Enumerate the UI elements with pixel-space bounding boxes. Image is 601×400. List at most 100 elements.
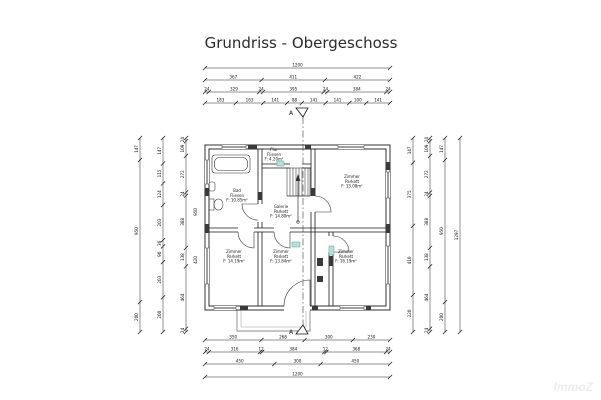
watermark-logo: ImmoZ	[553, 380, 593, 394]
dim-value: 163	[246, 97, 254, 102]
dim-value: 268	[279, 334, 287, 339]
room-label-galerie: Parkett	[274, 209, 289, 214]
dim-value: 147	[439, 145, 444, 153]
dim-value: 109	[424, 144, 429, 152]
dim-value: 350	[229, 334, 237, 339]
dim-value: 90	[157, 251, 162, 257]
sink-icon	[208, 181, 216, 192]
dim-value: 141	[271, 97, 279, 102]
dim-value: 147	[134, 145, 139, 153]
room-label-zimmer-s: F: 13.84m²	[270, 259, 292, 264]
room-label-zimmer-no: Parkett	[345, 179, 360, 184]
dim-value: 115	[157, 169, 162, 177]
section-line: A A	[289, 107, 309, 336]
door-gaps	[238, 162, 335, 311]
dim-value: 24	[204, 86, 210, 91]
dim-value: 147	[157, 146, 162, 154]
dim-value: 230	[368, 334, 376, 339]
dim-value: 24	[385, 346, 391, 351]
dim-value: 300	[325, 334, 333, 339]
dim-value: 24	[424, 191, 429, 197]
dim-value: 203	[157, 275, 162, 283]
room-label-zimmer-sw: F: 14.19m²	[223, 259, 245, 264]
dim-value: 300	[294, 358, 302, 363]
dim-value: 950	[134, 227, 139, 235]
interior-walls	[209, 149, 386, 306]
room-label-zimmer-no: F: 13.08m²	[341, 184, 363, 189]
dim-value: 24	[204, 346, 210, 351]
dim-value: 24	[424, 327, 429, 333]
dim-value: 88	[292, 97, 298, 102]
dim-value: 1297	[454, 229, 459, 240]
room-label-zimmer-sw: Zimmer	[226, 249, 242, 254]
dim-value: 950	[439, 227, 444, 235]
dim-value: 384	[353, 86, 361, 91]
dim-value: 24	[386, 86, 392, 91]
room-label-zimmer-so: Parkett	[339, 254, 354, 259]
room-label-flur: Flur	[270, 147, 278, 152]
dim-value: 411	[289, 74, 297, 79]
dim-value: 422	[354, 74, 362, 79]
dim-value: 24	[258, 86, 264, 91]
section-marker-top-label: A	[289, 110, 294, 117]
dim-value-standalone: 950	[193, 208, 198, 216]
dim-value: 138	[424, 253, 429, 261]
room-label-zimmer-so: Zimmer	[338, 249, 354, 254]
dim-value: 138	[180, 253, 185, 261]
dim-value: 368	[352, 346, 360, 351]
room-label-bad: Bad	[233, 188, 241, 193]
dim-value: 388	[424, 217, 429, 225]
dim-value: 12	[259, 346, 265, 351]
toilet-icon	[208, 198, 224, 211]
dim-value: 200	[134, 313, 139, 321]
dim-value: 200	[439, 313, 444, 321]
dim-value: 272	[180, 170, 185, 178]
dim-value: 367	[229, 74, 237, 79]
dim-value: 450	[351, 358, 359, 363]
room-label-zimmer-so: F: 16.19m²	[335, 259, 357, 264]
dim-value: 24	[180, 191, 185, 197]
room-label-bad: F: 10.85m²	[226, 198, 248, 203]
dim-value: 100	[354, 97, 362, 102]
dim-value: 147	[407, 146, 412, 154]
teal-fixtures	[276, 160, 335, 256]
windows	[205, 145, 390, 310]
section-marker-bottom-label: A	[289, 329, 294, 336]
room-label-zimmer-sw: Parkett	[227, 254, 242, 259]
room-label-flur: F: 4.20m²	[264, 157, 283, 162]
dim-value: 24	[424, 137, 429, 143]
dim-value: 388	[180, 217, 185, 225]
dim-value: 24	[180, 137, 185, 143]
dim-value: 464	[424, 293, 429, 301]
dim-value: 220	[407, 309, 412, 317]
dim-value: 141	[310, 97, 318, 102]
dim-value: 272	[424, 170, 429, 178]
room-label-zimmer-s: Zimmer	[273, 249, 289, 254]
dim-value: 1200	[292, 62, 303, 67]
dim-value: 12	[323, 346, 329, 351]
dim-value: 109	[180, 144, 185, 152]
staircase	[286, 167, 311, 224]
dim-value: 384	[289, 346, 297, 351]
dim-value-standalone: 420	[193, 256, 198, 264]
dim-value: 395	[289, 86, 297, 91]
dim-value: 450	[236, 358, 244, 363]
terrace-outline	[236, 310, 311, 332]
dim-value: 329	[230, 86, 238, 91]
dim-value: 124	[157, 190, 162, 198]
dim-value: 203	[157, 218, 162, 226]
room-label-zimmer-s: Parkett	[274, 254, 289, 259]
door-arcs	[237, 195, 350, 307]
room-label-zimmer-no: Zimmer	[344, 174, 360, 179]
bathtub	[211, 154, 251, 174]
dimension-chains: 1200 367 411 422 24 329 24 395 24 384 24 183 163 141 8…	[134, 62, 463, 380]
dim-value: 36	[157, 240, 162, 246]
wall-hatch	[205, 145, 390, 310]
room-label-bad: Fliesen	[230, 193, 245, 198]
dim-value: 141	[374, 97, 382, 102]
room-label-galerie: Galerie	[274, 204, 289, 209]
dim-value: 183	[217, 97, 225, 102]
